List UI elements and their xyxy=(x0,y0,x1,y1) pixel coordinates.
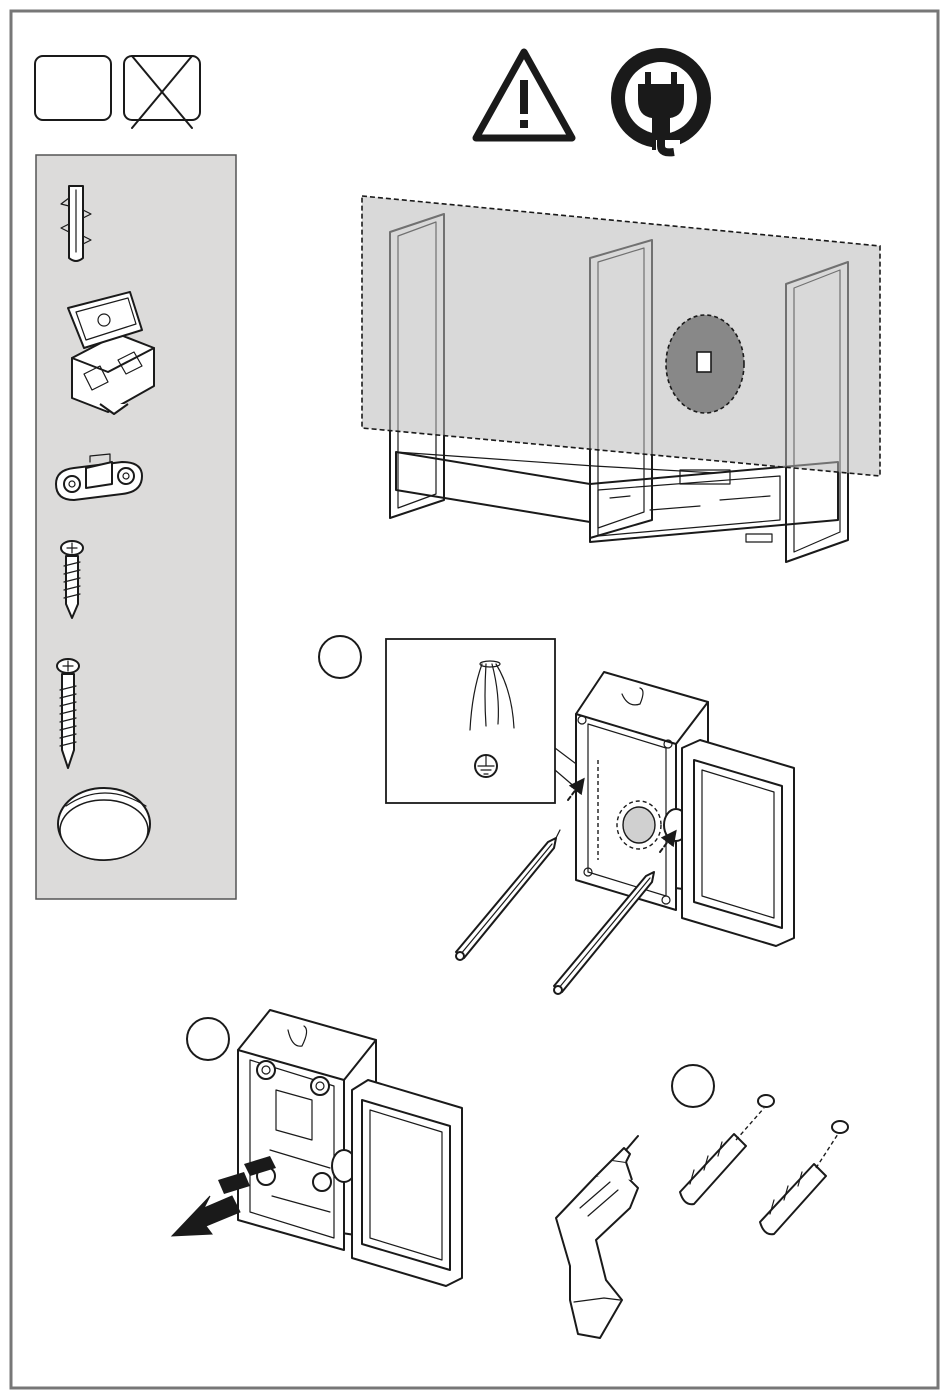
cover-cap-icon xyxy=(58,788,150,860)
step-3-marker xyxy=(672,1065,714,1107)
step-1-marker xyxy=(319,636,361,678)
wire-detail-inset xyxy=(386,639,555,803)
parts-panel xyxy=(36,155,236,899)
earth-ground-icon xyxy=(475,755,497,777)
wall-area xyxy=(362,196,880,476)
step-2-marker xyxy=(187,1018,229,1060)
